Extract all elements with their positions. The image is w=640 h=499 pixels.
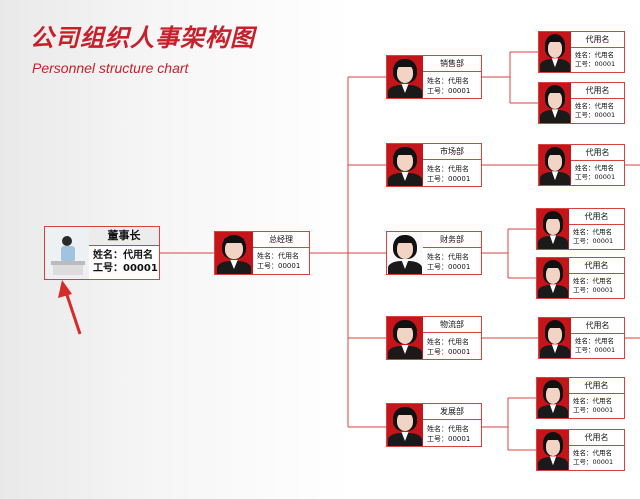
dept-title: 市场部 [423, 144, 481, 160]
staff-id: 工号：00001 [575, 173, 616, 181]
dept-title: 物流部 [423, 317, 481, 333]
staff-card[interactable]: 代用名 姓名：代用名 工号：00001 [536, 208, 625, 250]
staff-info: 姓名：代用名 工号：00001 [569, 277, 624, 295]
staff-card[interactable]: 代用名 姓名：代用名 工号：00001 [538, 82, 625, 124]
chairman-card[interactable]: 董事长 姓名：代用名 工号：00001 [44, 226, 160, 280]
staff-name: 姓名：代用名 [575, 102, 614, 110]
staff-info: 姓名：代用名 工号：00001 [571, 164, 624, 182]
staff-name: 姓名：代用名 [573, 228, 612, 236]
dept-photo [387, 317, 423, 359]
dept-info: 姓名：代用名 工号：00001 [423, 76, 481, 96]
staff-title: 代用名 [571, 83, 624, 99]
chairman-id: 工号：00001 [93, 263, 158, 274]
staff-id: 工号：00001 [575, 346, 616, 354]
staff-card[interactable]: 代用名 姓名：代用名 工号：00001 [536, 377, 625, 419]
dept-id: 工号：00001 [427, 348, 471, 356]
staff-id: 工号：00001 [575, 60, 616, 68]
staff-photo [537, 258, 569, 298]
staff-photo [539, 318, 571, 358]
dept-name: 姓名：代用名 [427, 425, 469, 433]
dept-title: 发展部 [423, 404, 481, 420]
dept-id: 工号：00001 [427, 175, 471, 183]
staff-title: 代用名 [571, 318, 624, 334]
staff-title: 代用名 [569, 430, 624, 446]
staff-name: 姓名：代用名 [575, 164, 614, 172]
staff-id: 工号：00001 [573, 237, 614, 245]
dept-id: 工号：00001 [427, 435, 471, 443]
dept-info: 姓名：代用名 工号：00001 [423, 337, 481, 357]
staff-photo [539, 83, 571, 123]
staff-info: 姓名：代用名 工号：00001 [571, 51, 624, 69]
dept-card-logistics[interactable]: 物流部 姓名：代用名 工号：00001 [386, 316, 482, 360]
staff-title: 代用名 [569, 378, 624, 394]
staff-photo [537, 430, 569, 470]
chairman-name: 姓名：代用名 [93, 250, 153, 261]
staff-info: 姓名：代用名 工号：00001 [569, 228, 624, 246]
staff-photo [537, 209, 569, 249]
dept-id: 工号：00001 [427, 87, 471, 95]
gm-title: 总经理 [253, 232, 309, 248]
dept-photo [387, 404, 423, 446]
staff-id: 工号：00001 [575, 111, 616, 119]
staff-title: 代用名 [571, 145, 624, 161]
dept-name: 姓名：代用名 [427, 77, 469, 85]
chairman-photo [45, 227, 89, 279]
dept-card-finance[interactable]: 财务部 姓名：代用名 工号：00001 [386, 231, 482, 275]
staff-name: 姓名：代用名 [573, 397, 612, 405]
staff-id: 工号：00001 [573, 286, 614, 294]
staff-info: 姓名：代用名 工号：00001 [569, 449, 624, 467]
chart-title: 公司组织人事架构图 [30, 24, 255, 52]
dept-info: 姓名：代用名 工号：00001 [423, 424, 481, 444]
staff-info: 姓名：代用名 工号：00001 [569, 397, 624, 415]
dept-card-development[interactable]: 发展部 姓名：代用名 工号：00001 [386, 403, 482, 447]
gm-info: 姓名：代用名 工号：00001 [253, 251, 309, 271]
staff-photo [539, 145, 571, 185]
dept-name: 姓名：代用名 [427, 338, 469, 346]
staff-card[interactable]: 代用名 姓名：代用名 工号：00001 [538, 144, 625, 186]
staff-id: 工号：00001 [573, 458, 614, 466]
staff-name: 姓名：代用名 [575, 51, 614, 59]
dept-id: 工号：00001 [427, 263, 471, 271]
staff-card[interactable]: 代用名 姓名：代用名 工号：00001 [538, 31, 625, 73]
staff-info: 姓名：代用名 工号：00001 [571, 102, 624, 120]
dept-card-sales[interactable]: 销售部 姓名：代用名 工号：00001 [386, 55, 482, 99]
dept-photo [387, 144, 423, 186]
dept-info: 姓名：代用名 工号：00001 [423, 164, 481, 184]
staff-info: 姓名：代用名 工号：00001 [571, 337, 624, 355]
staff-title: 代用名 [571, 32, 624, 48]
chairman-info: 姓名：代用名 工号：00001 [89, 249, 159, 275]
gm-card[interactable]: 总经理 姓名：代用名 工号：00001 [214, 231, 310, 275]
staff-card[interactable]: 代用名 姓名：代用名 工号：00001 [536, 429, 625, 471]
chart-subtitle: Personnel structure chart [32, 60, 189, 76]
dept-title: 销售部 [423, 56, 481, 72]
staff-title: 代用名 [569, 209, 624, 225]
seated-person-icon [45, 227, 89, 279]
staff-name: 姓名：代用名 [573, 277, 612, 285]
staff-card[interactable]: 代用名 姓名：代用名 工号：00001 [538, 317, 625, 359]
dept-info: 姓名：代用名 工号：00001 [423, 252, 481, 272]
gm-id: 工号：00001 [257, 262, 301, 270]
staff-name: 姓名：代用名 [573, 449, 612, 457]
chairman-title: 董事长 [89, 227, 159, 246]
dept-photo [387, 56, 423, 98]
dept-name: 姓名：代用名 [427, 253, 469, 261]
staff-photo [537, 378, 569, 418]
staff-title: 代用名 [569, 258, 624, 274]
staff-name: 姓名：代用名 [575, 337, 614, 345]
staff-card[interactable]: 代用名 姓名：代用名 工号：00001 [536, 257, 625, 299]
gm-photo [215, 232, 253, 274]
dept-card-marketing[interactable]: 市场部 姓名：代用名 工号：00001 [386, 143, 482, 187]
staff-photo [539, 32, 571, 72]
dept-name: 姓名：代用名 [427, 165, 469, 173]
staff-id: 工号：00001 [573, 406, 614, 414]
gm-name: 姓名：代用名 [257, 252, 299, 260]
dept-photo [387, 232, 423, 274]
dept-title: 财务部 [423, 232, 481, 248]
